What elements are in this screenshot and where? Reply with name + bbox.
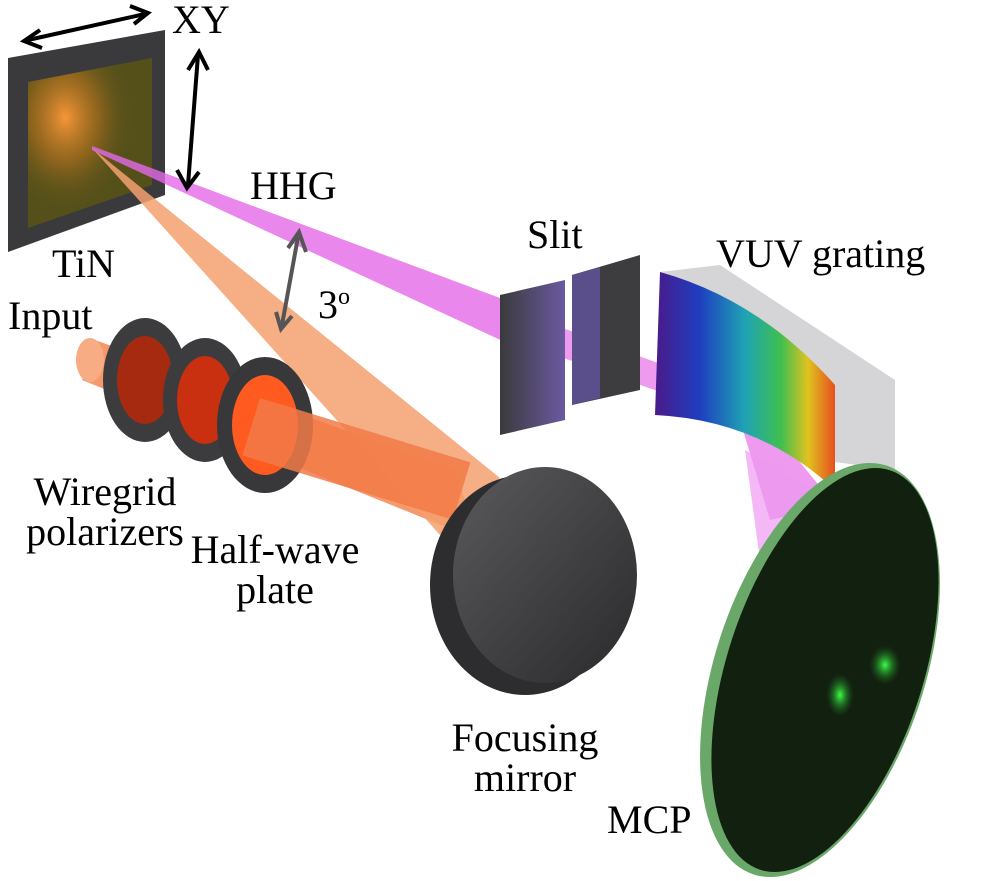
wiregrid-label-line2: polarizers bbox=[26, 509, 184, 554]
tin-label: TiN bbox=[52, 241, 116, 286]
angle-value: 3 bbox=[318, 282, 338, 327]
half-wave-plate-label: Half-wave plate bbox=[190, 530, 360, 610]
vuv-grating bbox=[655, 265, 895, 490]
angle-arrow bbox=[274, 227, 308, 334]
angle-unit: o bbox=[338, 284, 350, 310]
focusing-mirror-label: Focusing mirror bbox=[440, 718, 610, 798]
tin-sample-glow bbox=[28, 58, 152, 228]
focused-beam bbox=[92, 148, 500, 535]
input-label: Input bbox=[8, 293, 93, 338]
mcp-label: MCP bbox=[607, 797, 692, 842]
focusing-mirror bbox=[430, 467, 637, 695]
halfwave-label-line2: plate bbox=[236, 567, 314, 612]
mcp-spot bbox=[826, 673, 854, 717]
mcp-spot bbox=[869, 645, 901, 685]
slit bbox=[500, 255, 640, 435]
wiregrid-label-line1: Wiregrid bbox=[33, 469, 177, 514]
wiregrid-polarizers-label: Wiregrid polarizers bbox=[10, 472, 200, 552]
half-wave-plate bbox=[217, 357, 471, 520]
tin-sample bbox=[8, 30, 165, 252]
focusing-label-line1: Focusing bbox=[451, 715, 599, 760]
focusing-label-line2: mirror bbox=[473, 755, 577, 800]
halfwave-label-line1: Half-wave bbox=[190, 527, 360, 572]
angle-label: 3o bbox=[318, 285, 350, 325]
hhg-label: HHG bbox=[250, 163, 337, 208]
xy-label: XY bbox=[172, 0, 230, 42]
slit-label: Slit bbox=[527, 212, 583, 257]
vuv-grating-label: VUV grating bbox=[716, 231, 926, 276]
xy-translation-arrows bbox=[19, 4, 210, 192]
mcp-detector bbox=[700, 462, 940, 878]
